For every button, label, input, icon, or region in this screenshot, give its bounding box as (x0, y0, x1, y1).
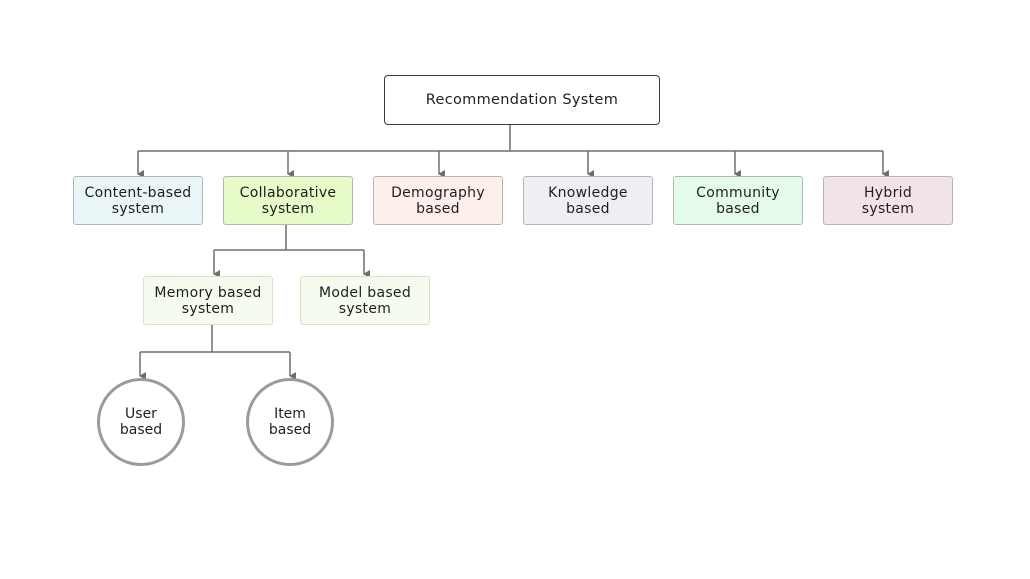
node-label: Memory based system (154, 284, 262, 317)
node-user-based: User based (97, 378, 185, 466)
node-label: Knowledge based (548, 184, 628, 217)
node-content-based-system: Content-based system (73, 176, 203, 225)
node-memory-based-system: Memory based system (143, 276, 273, 325)
node-hybrid-system: Hybrid system (823, 176, 953, 225)
node-demography-based: Demography based (373, 176, 503, 225)
node-label: Model based system (318, 284, 412, 317)
node-label: User based (119, 406, 163, 438)
node-collaborative-system: Collaborative system (223, 176, 353, 225)
node-label: Demography based (391, 184, 485, 217)
node-label: Collaborative system (239, 184, 337, 217)
node-label: Hybrid system (861, 184, 915, 217)
node-knowledge-based: Knowledge based (523, 176, 653, 225)
node-item-based: Item based (246, 378, 334, 466)
node-label: Community based (696, 184, 780, 217)
root-node-recommendation-system: Recommendation System (384, 75, 660, 125)
node-community-based: Community based (673, 176, 803, 225)
node-label: Item based (268, 406, 312, 438)
node-model-based-system: Model based system (300, 276, 430, 325)
node-label: Content-based system (84, 184, 192, 217)
root-node-label: Recommendation System (425, 92, 619, 108)
